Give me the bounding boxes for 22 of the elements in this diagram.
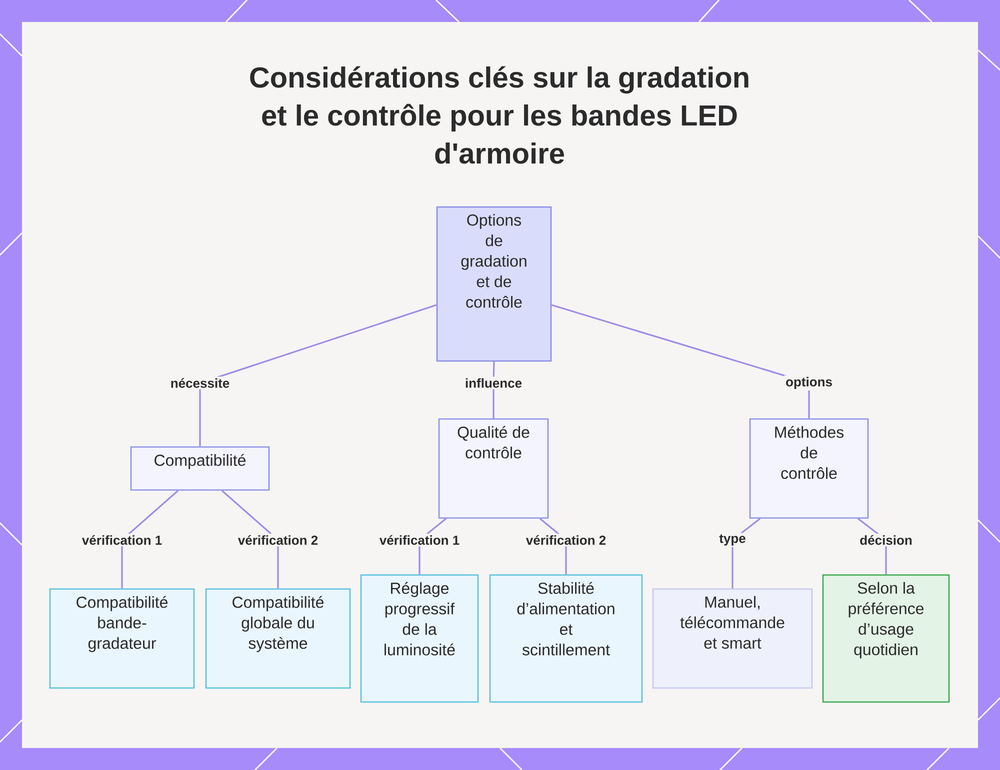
connector-line (551, 304, 810, 418)
connector-line (199, 304, 437, 446)
concept-box: Compatibilité (130, 446, 270, 491)
concept-box: Selon la préférence d’usage quotidien (822, 574, 950, 703)
concept-box: Réglage progressif de la luminosité (360, 574, 479, 703)
edge-label: nécessite (168, 376, 232, 390)
topic-box: Options de gradation et de contrôle (436, 206, 552, 362)
edge-label: vérification 1 (80, 534, 164, 546)
concept-box: Manuel, télécommande et smart (652, 588, 813, 689)
concept-box: Méthodes de contrôle (749, 418, 869, 519)
edge-label: décision (858, 534, 914, 546)
concept-box: Compatibilité bande-gradateur (49, 588, 195, 689)
edge-label: type (718, 532, 748, 548)
edge-label: vérification 2 (524, 534, 608, 546)
concept-box: Qualité de contrôle (438, 418, 549, 519)
concept-box: Compatibilité globale du système (205, 588, 351, 689)
edge-label: vérification 1 (378, 534, 462, 546)
edge-label: influence (463, 376, 524, 390)
edge-label: vérification 2 (236, 534, 320, 546)
edge-label: options (784, 375, 834, 391)
concept-box: Stabilité d’alimentation et scintillement (489, 574, 643, 703)
title: Considérations clés sur la gradation et le contrôle pour les bandes LED d'armoire (250, 66, 748, 164)
